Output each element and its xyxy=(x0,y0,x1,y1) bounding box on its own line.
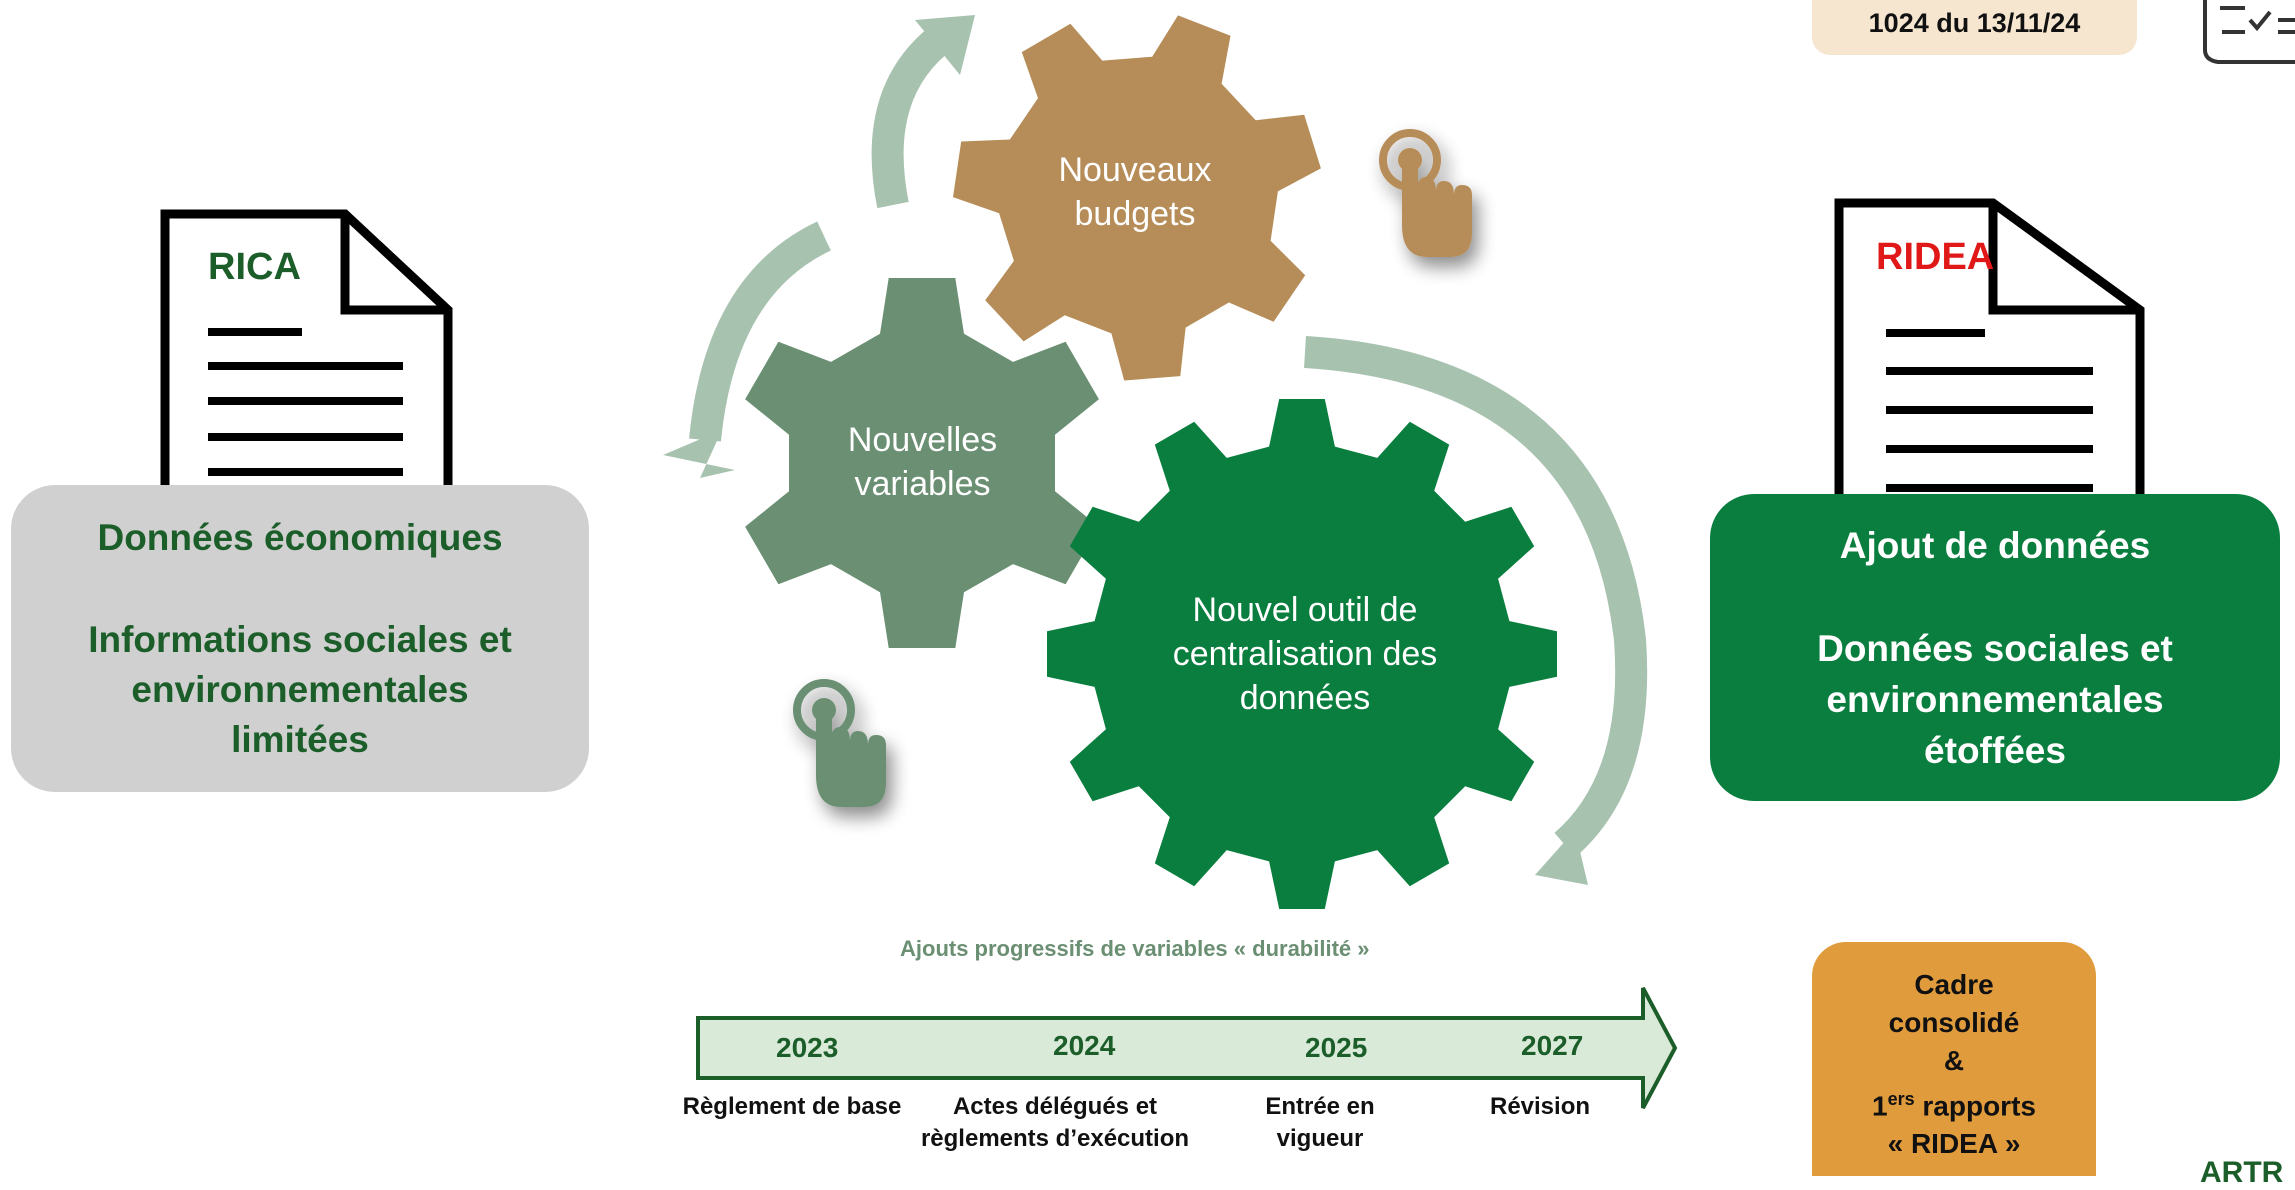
rica-line-3: environnementales xyxy=(131,668,469,710)
ridea-document-icon xyxy=(1834,198,2145,505)
timeline-year: 2027 xyxy=(1521,1030,1584,1061)
timeline-year: 2023 xyxy=(776,1032,839,1063)
ridea-title: RIDEA xyxy=(1876,236,1995,278)
rica-description-box: Données économiques Informations sociale… xyxy=(11,485,589,792)
gear-budgets xyxy=(953,15,1321,381)
corner-logo-text: ARTR xyxy=(2200,1156,2284,1189)
rica-line-2: Informations sociales et xyxy=(88,618,512,660)
timeline-label: Révision xyxy=(1489,1093,1591,1120)
checklist-icon xyxy=(2203,0,2295,64)
timeline-label: Règlement de base xyxy=(682,1093,902,1120)
rica-line-1: Données économiques xyxy=(97,516,503,558)
hand-click-icon-sage xyxy=(793,679,886,807)
ridea-line-3: environnementales xyxy=(1826,678,2164,720)
ridea-line-4: étoffées xyxy=(1924,729,2066,771)
timeline-year: 2024 xyxy=(1053,1030,1116,1061)
timeline-arrow xyxy=(696,987,1678,1109)
gear-tool xyxy=(1047,399,1557,909)
ridea-description-box: Ajout de données Données sociales et env… xyxy=(1710,494,2280,801)
timeline-caption: Ajouts progressifs de variables « durabi… xyxy=(900,936,1370,961)
rica-title: RICA xyxy=(208,246,301,288)
arrow-heads xyxy=(663,15,1588,885)
rica-document-icon xyxy=(160,209,453,505)
timeline-year: 2025 xyxy=(1305,1032,1368,1063)
consolidated-framework-box: Cadre consolidé & 1ers rapports « RIDEA … xyxy=(1812,942,2096,1176)
ridea-line-1: Ajout de données xyxy=(1839,524,2151,566)
hand-click-icon-tan xyxy=(1379,129,1472,257)
ridea-line-2: Données sociales et xyxy=(1817,627,2173,669)
gear-variables xyxy=(745,278,1099,648)
cycle-arrows xyxy=(689,22,1648,858)
rica-line-4: limitées xyxy=(231,718,369,760)
reference-badge: 1024 du 13/11/24 xyxy=(1812,0,2137,55)
